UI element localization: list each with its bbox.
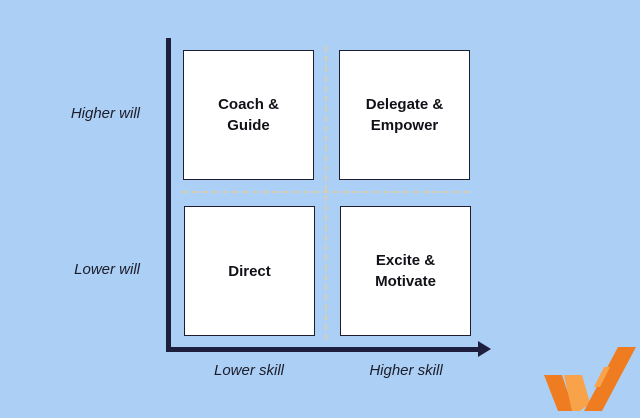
quadrant-delegate-empower: Delegate & Empower [339,50,470,180]
quadrant-coach-guide: Coach & Guide [183,50,314,180]
x-axis-arrow-icon [478,341,491,357]
vertical-divider-line [325,46,327,340]
logo-stroke-2 [564,375,590,411]
quadrant-label: Direct [228,262,271,280]
y-label-higher-will: Higher will [70,105,140,122]
y-label-lower-will: Lower will [74,261,140,278]
quadrant-excite-motivate: Excite & Motivate [340,206,471,336]
quadrant-direct: Direct [184,206,315,336]
w-logo-icon [544,347,636,411]
horizontal-divider-line [182,191,469,193]
x-label-lower-skill: Lower skill [213,362,285,379]
quadrant-label: Delegate & Empower [365,96,444,134]
x-label-higher-skill: Higher skill [369,362,443,379]
x-axis-line [166,347,480,352]
y-axis-line [166,38,171,352]
quadrant-label: Coach & Guide [218,96,279,134]
logo-stroke-4 [594,367,610,387]
logo-stroke-3 [584,347,636,411]
quadrant-label: Excite & Motivate [375,252,436,290]
logo-stroke-1 [544,375,574,411]
